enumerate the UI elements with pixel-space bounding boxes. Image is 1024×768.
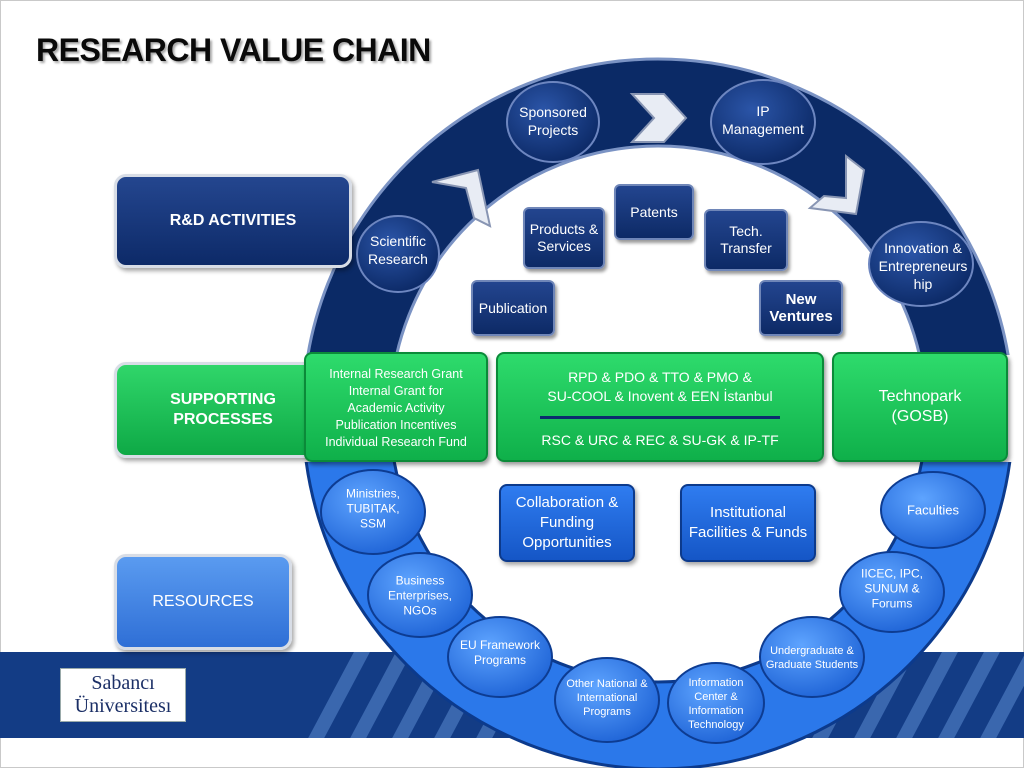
logo-line1: Sabancı: [91, 672, 155, 694]
oval-information-center: [667, 662, 765, 744]
offices-divider: [540, 416, 780, 419]
grant-line-3: Academic Activity: [347, 401, 445, 415]
internal-grants-card: Internal Research Grant Internal Grant f…: [304, 352, 488, 462]
oval-undergraduate: [759, 616, 865, 698]
ip-management-label: IP Management: [722, 103, 804, 137]
undergraduate-label: Undergraduate & Graduate Students: [765, 645, 859, 671]
oval-innovation: [868, 221, 974, 307]
new-ventures-box: New Ventures: [759, 280, 843, 336]
sabanci-logo: Sabancı Üniversitesı: [60, 668, 186, 722]
products-services-box: Products & Services: [523, 207, 605, 269]
oval-faculties: [880, 471, 986, 549]
oval-other-national: [554, 657, 660, 743]
oval-ministries: [320, 469, 426, 555]
collaboration-card: Collaboration & Funding Opportunities: [499, 484, 635, 562]
chevron-arrow-3: [807, 153, 866, 216]
oval-business: [367, 552, 473, 638]
page-title: RESEARCH VALUE CHAIN: [36, 32, 431, 68]
offices-card: RPD & PDO & TTO & PMO & SU-COOL & Inoven…: [496, 352, 824, 462]
grant-line-5: Individual Research Fund: [325, 435, 467, 449]
chevron-arrow-1: [431, 168, 492, 228]
faculties-label: Faculties: [906, 502, 960, 518]
supporting-processes-box: SUPPORTING PROCESSES: [114, 362, 332, 458]
oval-scientific-research: [356, 215, 440, 293]
technopark-card: Technopark (GOSB): [832, 352, 1008, 462]
logo-line2: Üniversitesı: [74, 695, 172, 717]
business-label: Business Enterprises, NGOs: [387, 573, 453, 618]
institutional-card: Institutional Facilities & Funds: [680, 484, 816, 562]
chevron-arrow-2: [629, 93, 688, 143]
oval-ip-management: [710, 79, 816, 165]
tech-transfer-box: Tech. Transfer: [704, 209, 788, 271]
grant-line-2: Internal Grant for: [348, 384, 444, 398]
scientific-research-label: Scientific Research: [368, 233, 428, 267]
rd-activities-box: R&D ACTIVITIES: [114, 174, 352, 268]
information-center-label: Information Center & Information Technol…: [688, 677, 744, 731]
innovation-label: Innovation & Entrepreneurs hip: [878, 240, 968, 292]
other-national-label: Other National & International Programs: [566, 678, 648, 718]
offices-line-3: RSC & URC & REC & SU-GK & IP-TF: [541, 432, 779, 448]
ministries-label: Ministries, TUBITAK, SSM: [345, 486, 400, 531]
offices-line-2: SU-COOL & Inovent & EEN İstanbul: [547, 388, 773, 404]
publication-box: Publication: [471, 280, 555, 336]
oval-sponsored-projects: [506, 81, 600, 163]
oval-eu: [447, 616, 553, 698]
oval-iicec: [839, 551, 945, 633]
grant-line-1: Internal Research Grant: [329, 367, 463, 381]
iicec-label: IICEC, IPC, SUNUM & Forums: [860, 566, 923, 611]
resources-box: RESOURCES: [114, 554, 292, 650]
offices-line-1: RPD & PDO & TTO & PMO &: [568, 369, 752, 385]
patents-box: Patents: [614, 184, 694, 240]
sponsored-projects-label: Sponsored Projects: [519, 104, 587, 138]
grant-line-4: Publication Incentives: [335, 418, 457, 432]
eu-label: EU Framework Programs: [459, 638, 540, 667]
